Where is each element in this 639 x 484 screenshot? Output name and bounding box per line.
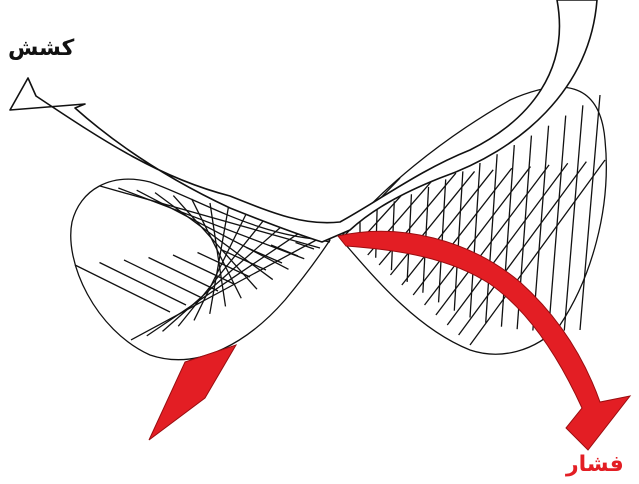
tension-label: کشش (8, 36, 74, 61)
compression-arrow-tail (149, 345, 236, 440)
saddle-left-outline (71, 179, 330, 359)
saddle-mesh-left-lobe (71, 179, 330, 359)
compression-label: فشار (566, 452, 624, 477)
saddle-mesh-right-lobe (340, 87, 606, 354)
saddle-right-outline (340, 87, 606, 354)
